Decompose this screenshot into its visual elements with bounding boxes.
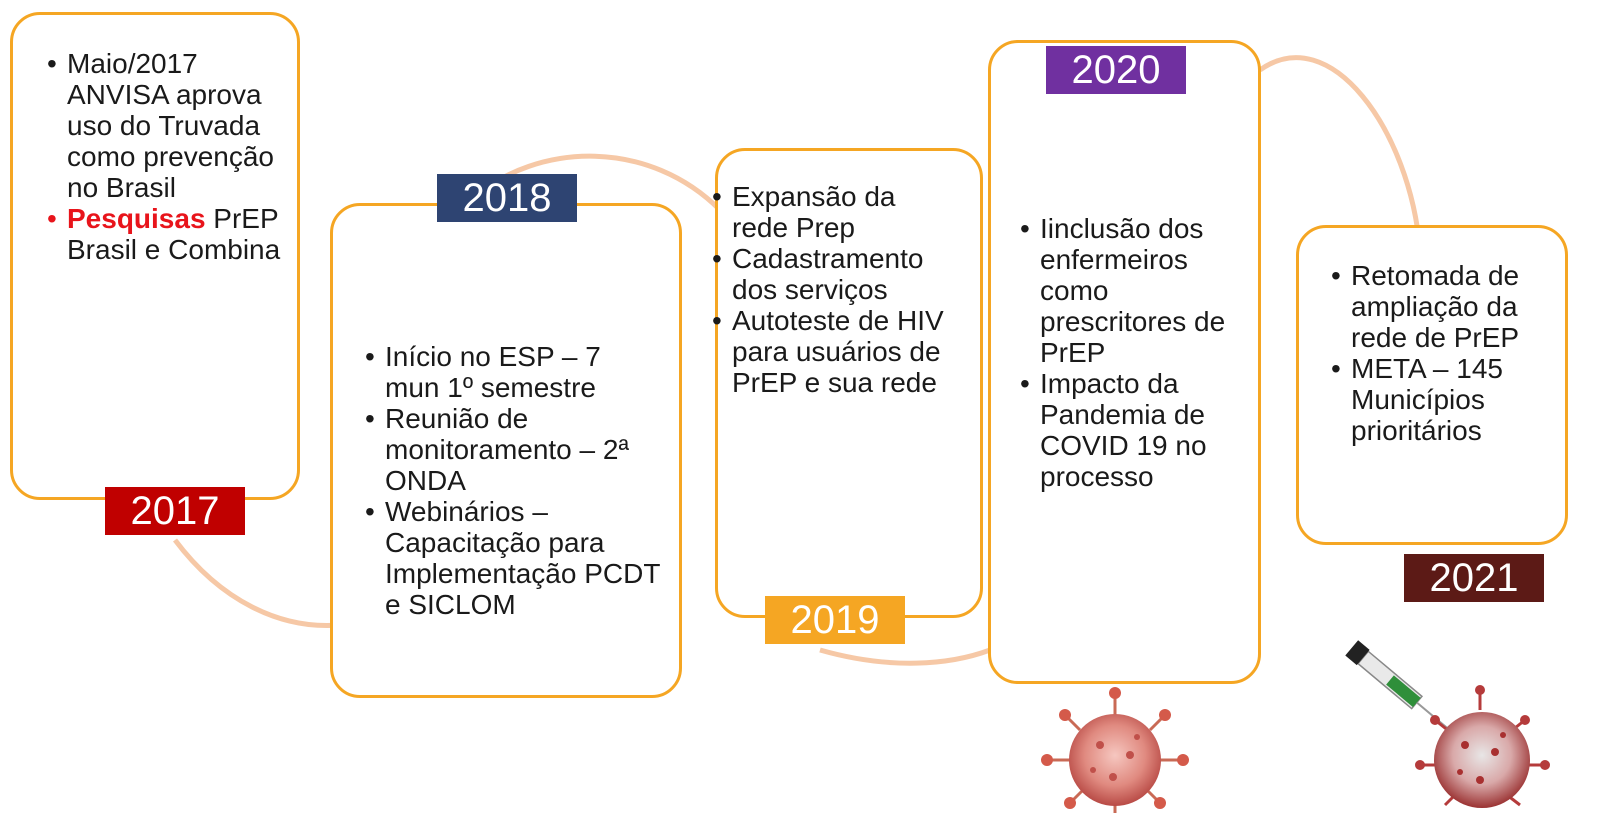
list-item: Autoteste de HIV para usuários de PrEP e… — [708, 305, 956, 398]
list-item: META – 145 Municípios prioritários — [1327, 353, 1562, 446]
card-2018-list: Início no ESP – 7 mun 1º semestre Reuniã… — [361, 341, 661, 620]
card-2021-list: Retomada de ampliação da rede de PrEP ME… — [1327, 260, 1562, 446]
list-item: Pesquisas PrEP Brasil e Combina — [43, 203, 293, 265]
list-item: Cadastramento dos serviços — [708, 243, 956, 305]
year-badge-2020: 2020 — [1046, 46, 1186, 94]
list-item: Maio/2017 ANVISA aprova uso do Truvada c… — [43, 48, 293, 203]
card-2021: Retomada de ampliação da rede de PrEP ME… — [1296, 225, 1568, 545]
card-2020-list: Iinclusão dos enfermeiros como prescrito… — [1016, 213, 1241, 492]
year-badge-2021: 2021 — [1404, 554, 1544, 602]
card-2020: Iinclusão dos enfermeiros como prescrito… — [988, 40, 1261, 684]
year-badge-2019: 2019 — [765, 596, 905, 644]
list-item: Retomada de ampliação da rede de PrEP — [1327, 260, 1562, 353]
list-item: Expansão da rede Prep — [708, 181, 956, 243]
card-2017-list: Maio/2017 ANVISA aprova uso do Truvada c… — [43, 48, 293, 265]
list-item: Reunião de monitoramento – 2ª ONDA — [361, 403, 661, 496]
card-2018: Início no ESP – 7 mun 1º semestre Reuniã… — [330, 203, 682, 698]
list-item: Impacto da Pandemia de COVID 19 no proce… — [1016, 368, 1241, 492]
card-2017: Maio/2017 ANVISA aprova uso do Truvada c… — [10, 12, 300, 500]
vaccine-syringe-icon — [1345, 640, 1550, 808]
list-item: Webinários – Capacitação para Implementa… — [361, 496, 661, 620]
card-2019: Expansão da rede Prep Cadastramento dos … — [712, 148, 983, 618]
list-item: Iinclusão dos enfermeiros como prescrito… — [1016, 213, 1241, 368]
list-item: Início no ESP – 7 mun 1º semestre — [361, 341, 661, 403]
year-badge-2017: 2017 — [105, 487, 245, 535]
coronavirus-icon — [1041, 687, 1189, 813]
year-badge-2018: 2018 — [437, 174, 577, 222]
card-2019-list: Expansão da rede Prep Cadastramento dos … — [708, 181, 956, 398]
